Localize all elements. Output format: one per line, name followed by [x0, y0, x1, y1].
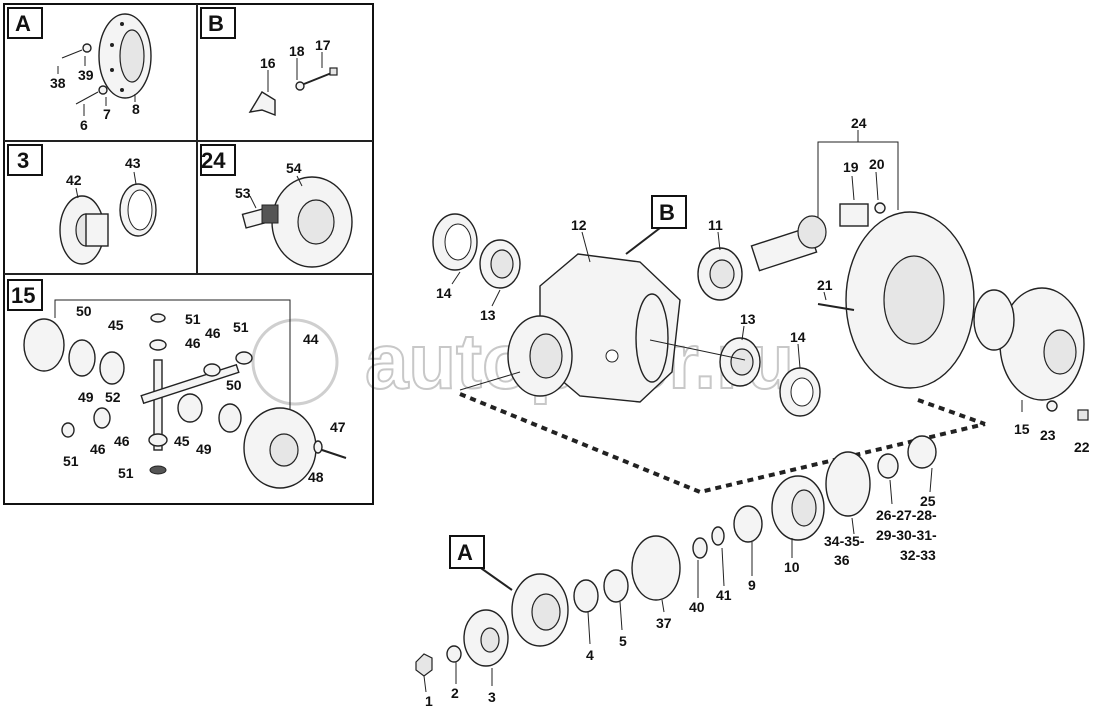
label-52: 52	[105, 389, 121, 405]
label-6: 6	[80, 117, 88, 133]
label-5: 5	[619, 633, 627, 649]
label-2: 2	[451, 685, 459, 701]
inset-panels: A B 3 24 15	[3, 3, 374, 505]
panel-15-tag: 15	[11, 283, 35, 308]
label-45b: 45	[174, 433, 190, 449]
label-46d: 46	[114, 433, 130, 449]
label-29-31: 29-30-31-	[876, 527, 937, 543]
label-53: 53	[235, 185, 251, 201]
panel-24-tag: 24	[201, 148, 226, 173]
label-4: 4	[586, 647, 594, 663]
panel-15-drawing	[23, 299, 347, 489]
label-50a: 50	[76, 303, 92, 319]
label-8: 8	[132, 101, 140, 117]
panel-3-tag: 3	[17, 148, 29, 173]
label-49b: 49	[196, 441, 212, 457]
label-46c: 46	[90, 441, 106, 457]
panel-b-tag: B	[208, 11, 224, 36]
label-51c: 51	[63, 453, 79, 469]
label-32-33: 32-33	[900, 547, 936, 563]
label-1: 1	[425, 693, 433, 709]
label-13a: 13	[480, 307, 496, 323]
label-19: 19	[843, 159, 859, 175]
label-25: 25	[920, 493, 936, 509]
label-47: 47	[330, 419, 346, 435]
panel-b-drawing	[248, 52, 338, 117]
label-11: 11	[708, 217, 723, 233]
label-41: 41	[716, 587, 732, 603]
label-14a: 14	[436, 285, 452, 301]
callout-b: B	[625, 195, 687, 255]
label-54: 54	[286, 160, 302, 176]
label-51b: 51	[233, 319, 249, 335]
label-15: 15	[1014, 421, 1030, 437]
label-14b: 14	[790, 329, 806, 345]
label-46a: 46	[185, 335, 201, 351]
label-34-35: 34-35-	[824, 533, 865, 549]
label-23: 23	[1040, 427, 1056, 443]
label-17: 17	[315, 37, 331, 53]
label-39: 39	[78, 67, 94, 83]
label-26-28: 26-27-28-	[876, 507, 937, 523]
label-9: 9	[748, 577, 756, 593]
label-43: 43	[125, 155, 141, 171]
panel-a-drawing	[57, 13, 152, 116]
callout-a: A	[449, 535, 513, 591]
callout-a-text: A	[457, 540, 473, 565]
label-24: 24	[851, 115, 867, 131]
label-37: 37	[656, 615, 672, 631]
label-22: 22	[1074, 439, 1090, 455]
label-10: 10	[784, 559, 800, 575]
label-45a: 45	[108, 317, 124, 333]
label-46b: 46	[205, 325, 221, 341]
label-13b: 13	[740, 311, 756, 327]
label-51d: 51	[118, 465, 134, 481]
main-assembly	[415, 130, 1089, 693]
label-12: 12	[571, 217, 587, 233]
label-21: 21	[817, 277, 833, 293]
label-36: 36	[834, 552, 850, 568]
panel-a-tag: A	[15, 11, 31, 36]
label-20: 20	[869, 156, 885, 172]
panel-3-drawing	[59, 171, 157, 265]
label-42: 42	[66, 172, 82, 188]
label-16: 16	[260, 55, 276, 71]
label-7: 7	[103, 106, 111, 122]
label-49a: 49	[78, 389, 94, 405]
label-3: 3	[488, 689, 496, 705]
label-40: 40	[689, 599, 705, 615]
label-50b: 50	[226, 377, 242, 393]
panel-24-drawing	[241, 175, 353, 268]
callout-b-text: B	[659, 200, 675, 225]
label-44: 44	[303, 331, 319, 347]
label-38: 38	[50, 75, 66, 91]
label-51a: 51	[185, 311, 201, 327]
label-18: 18	[289, 43, 305, 59]
label-48: 48	[308, 469, 324, 485]
